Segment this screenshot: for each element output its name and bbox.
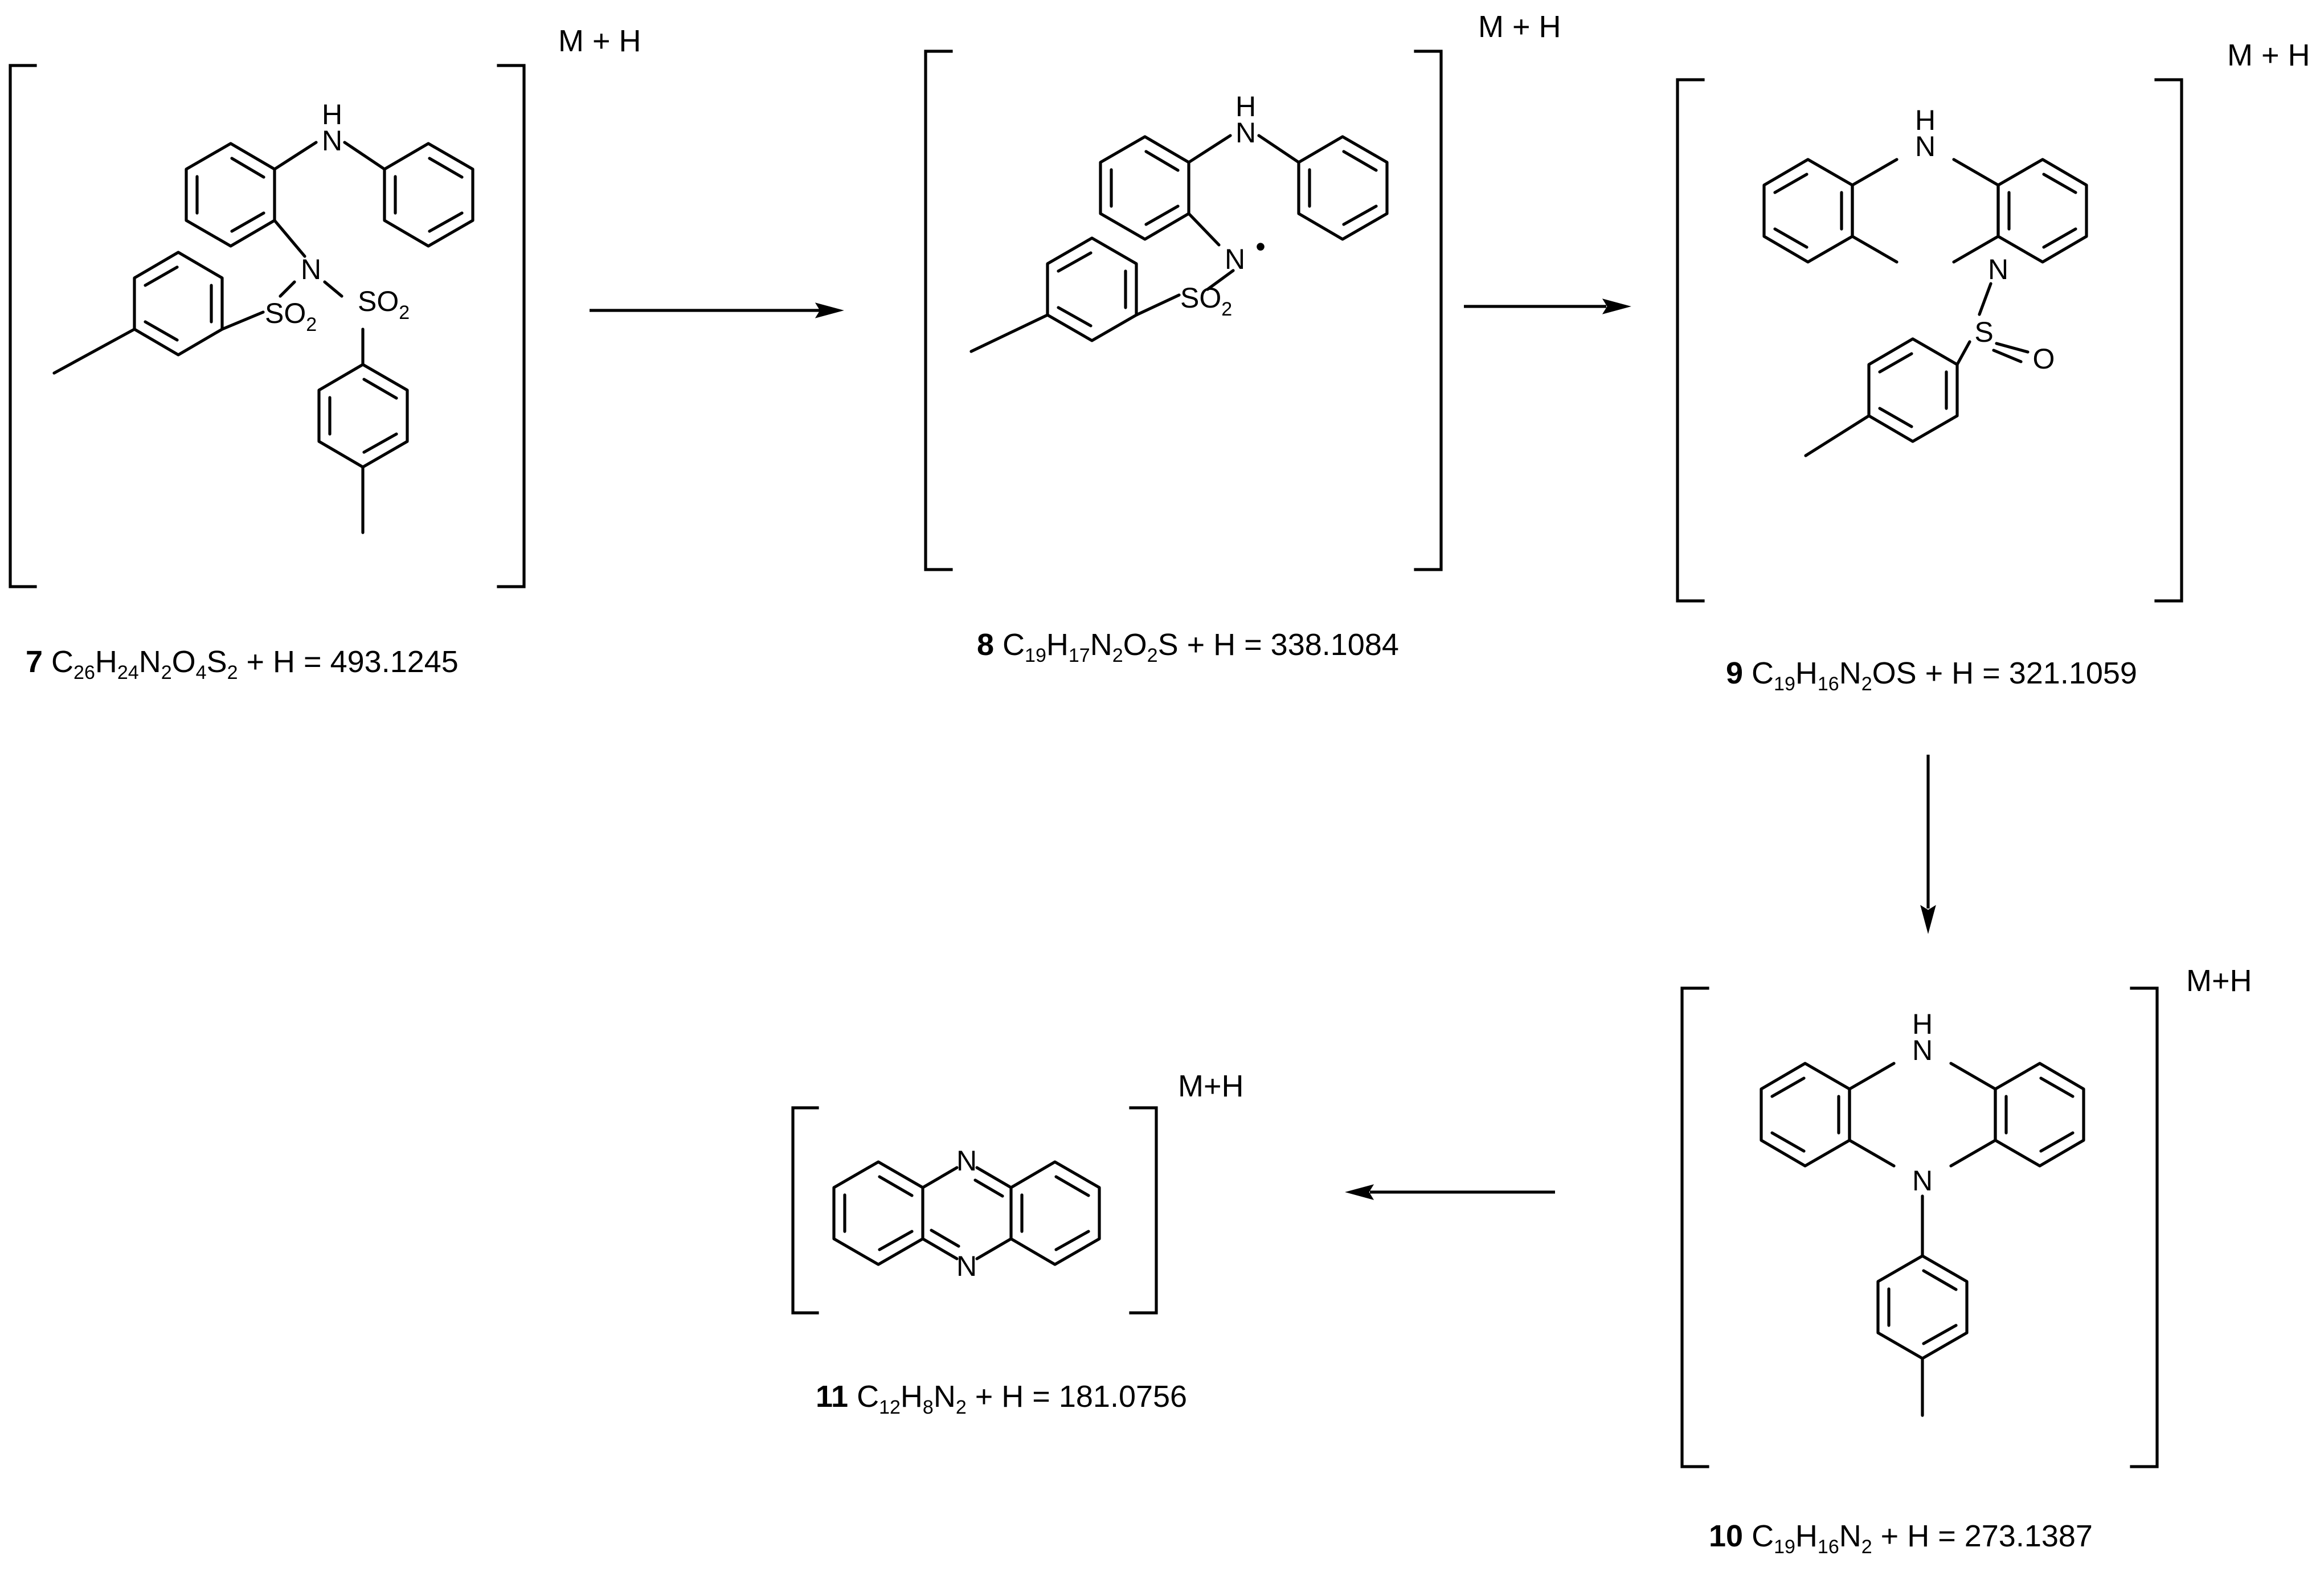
atom-o: O [2033, 343, 2055, 375]
compound-7-tag: M + H [558, 24, 641, 58]
compound-9-bonds [1762, 158, 2088, 457]
compound-7-atom-labels: H N N SO2 SO2 [265, 99, 410, 335]
arrow-7-to-8 [590, 302, 844, 318]
compound-8-brackets [924, 50, 1443, 571]
compound-8: H N N • SO2 M + H 8 C19H17N2O2S + H = 33… [924, 10, 1561, 666]
compound-9-atom-labels: H N N S O [1915, 104, 2055, 375]
atom-n: N [1235, 117, 1256, 149]
compound-7-bonds [52, 141, 474, 534]
compound-9: H N N S O M + H 9 C19H16N2OS + H = 321.1… [1676, 38, 2310, 695]
atom-n: N [956, 1250, 977, 1282]
compound-8-tag: M + H [1478, 10, 1561, 44]
atom-h: H [322, 99, 342, 130]
arrow-9-to-10 [1920, 755, 1936, 934]
compound-10-brackets [1680, 986, 2159, 1468]
compound-11: N N M+H 11 C12H8N2 + H = 181.0756 [791, 1069, 1244, 1418]
compound-10: H N N M+H 10 C19H16N2 + H = 273.1387 [1680, 964, 2252, 1558]
compound-8-label: 8 C19H17N2O2S + H = 338.1084 [977, 628, 1399, 666]
atom-n: N [1912, 1165, 1933, 1197]
sulfonyl-group: SO2 [265, 297, 317, 335]
atom-h: H [1235, 91, 1256, 122]
compound-11-atom-labels: N N [956, 1145, 977, 1282]
atom-n: N [1912, 1034, 1933, 1066]
atom-n: N [1225, 243, 1245, 275]
compound-10-tag: M+H [2186, 964, 2252, 998]
compound-10-label: 10 C19H16N2 + H = 273.1387 [1709, 1519, 2093, 1558]
compound-11-tag: M+H [1178, 1069, 1244, 1103]
compound-7-label: 7 C26H24N2O4S2 + H = 493.1245 [26, 645, 459, 683]
atom-n: N [956, 1145, 977, 1177]
atom-s: S [1974, 316, 1993, 348]
compound-9-brackets [1676, 78, 2183, 603]
compound-10-bonds [1760, 1062, 2085, 1417]
compound-8-bonds [969, 134, 1389, 353]
atom-n: N [322, 125, 342, 157]
arrow-10-to-11 [1345, 1184, 1555, 1200]
compound-11-bonds [832, 1160, 1101, 1266]
compound-11-brackets [791, 1106, 1158, 1315]
atom-n: N [1988, 253, 2008, 285]
compound-8-atom-labels: H N N • SO2 [1180, 91, 1266, 320]
atom-h: H [1912, 1008, 1933, 1040]
compound-9-tag: M + H [2227, 38, 2310, 72]
compound-7: H N N SO2 SO2 M + H 7 C26H24N2O4S2 + H =… [9, 24, 641, 683]
sulfonyl-group: SO2 [1180, 282, 1232, 320]
atom-n: N [301, 253, 321, 285]
arrow-8-to-9 [1464, 298, 1631, 314]
compound-10-atom-labels: H N N [1912, 1008, 1933, 1197]
compound-11-label: 11 C12H8N2 + H = 181.0756 [816, 1379, 1187, 1418]
atom-h: H [1915, 104, 1936, 136]
atom-n: N [1915, 130, 1936, 162]
sulfonyl-group: SO2 [358, 285, 410, 324]
radical-dot: • [1255, 231, 1266, 263]
compound-9-label: 9 C19H16N2OS + H = 321.1059 [1726, 656, 2137, 695]
compound-7-brackets [9, 64, 526, 588]
